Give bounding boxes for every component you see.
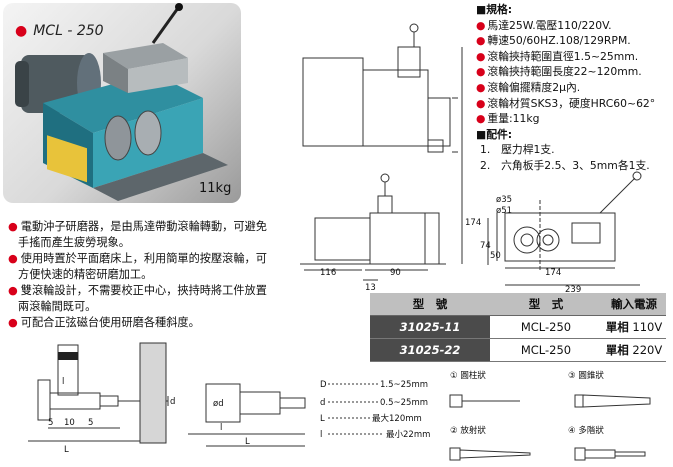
param-L-label: L	[320, 414, 325, 424]
spec-block: ■規格: ●馬達25W.電壓110/220V. ●轉速50/60HZ.108/1…	[476, 2, 672, 174]
param-d-value: 0.5~25mm	[380, 398, 428, 408]
spec-item: ●馬達25W.電壓110/220V.	[476, 18, 612, 32]
part-dim-L: L	[64, 445, 69, 455]
part-dim-L2: L	[245, 437, 250, 447]
shape-cone: ③ 圓錐狀	[568, 370, 604, 381]
param-D-label: D	[320, 380, 327, 390]
shape-multistep: ④ 多階狀	[568, 425, 604, 436]
feature-list: ●電動沖子研磨器，是由馬達帶動滾輪轉動，可避免 手搖而產生疲勞現象。 ●使用時置…	[8, 219, 308, 331]
model-code: 31025-22	[370, 338, 490, 362]
dim-90: 90	[390, 268, 401, 278]
param-l-label: l	[320, 430, 322, 440]
model-code: 31025-11	[370, 315, 490, 339]
feature-line: 方便快速的精密研磨加工。	[18, 268, 153, 281]
header-model-no: 型 號	[370, 293, 490, 316]
feature-line: 手搖而產生疲勞現象。	[18, 236, 130, 249]
part-dim-d: d	[170, 397, 175, 407]
param-d-label: d	[320, 398, 325, 408]
table-row: 31025-11 MCL-250 單相 110V	[370, 315, 666, 339]
model-type: MCL-250	[490, 338, 602, 362]
dim-116: 116	[320, 268, 336, 278]
feature-line: ●電動沖子研磨器，是由馬達帶動滾輪轉動，可避免	[8, 220, 267, 233]
table-row: 31025-22 MCL-250 單相 220V	[370, 338, 666, 362]
grinder-illustration	[15, 3, 228, 201]
model-type: MCL-250	[490, 315, 602, 339]
spec-item: ●滾輪挾持範圍長度22~120mm.	[476, 65, 642, 79]
weight-label: 11kg	[199, 181, 232, 196]
accessory-title: ■配件:	[476, 127, 513, 141]
param-L-value: 最大120mm	[372, 413, 422, 424]
spec-item: ●轉速50/60HZ.108/129RPM.	[476, 34, 631, 48]
dim-174-height: 174	[465, 218, 481, 228]
phase: 單相	[605, 320, 629, 334]
dim-dia-51: ø51	[496, 206, 512, 216]
header-power: 輸入電源	[602, 293, 666, 316]
param-l-value: 最小22mm	[386, 429, 430, 440]
spec-item: ●重量:11kg	[476, 112, 540, 126]
product-photo: ●MCL - 250 11kg	[3, 3, 241, 203]
dim-74: 74	[480, 241, 491, 251]
param-D-value: 1.5~25mm	[380, 380, 428, 390]
dim-13: 13	[365, 283, 376, 293]
spec-item: ●滾輪材質SKS3，硬度HRC60~62°	[476, 96, 656, 110]
header-model-type: 型 式	[490, 293, 602, 316]
part-dim-10: 10	[64, 418, 75, 428]
feature-line: ●可配合正弦磁台使用研磨各種斜度。	[8, 316, 200, 329]
shape-radial: ② 放射狀	[450, 425, 486, 436]
voltage: 110V	[632, 320, 663, 334]
part-dim-5a: 5	[48, 418, 53, 428]
dim-174-width: 174	[545, 268, 561, 278]
feature-line: ●雙滾輪設計，不需要校正中心，挾持時將工件放置	[8, 284, 267, 297]
accessory-item: 2. 六角板手2.5、3、5mm各1支.	[480, 158, 650, 172]
voltage: 220V	[632, 343, 663, 357]
accessory-item: 1. 壓力桿1支.	[480, 143, 555, 157]
part-dim-l: l	[62, 377, 64, 387]
dim-50: 50	[490, 251, 501, 261]
part-dim-l2: l	[220, 423, 222, 433]
feature-line: 兩滾輪間既可。	[18, 300, 97, 313]
product-table: 型 號 型 式 輸入電源 31025-11 MCL-250 單相 110V 31…	[370, 293, 666, 362]
spec-item: ●滾輪挾持範圍直徑1.5~25mm.	[476, 49, 639, 63]
feature-line: ●使用時置於平面磨床上，利用簡單的按壓滾輪，可	[8, 252, 267, 265]
table-header-row: 型 號 型 式 輸入電源	[370, 293, 666, 316]
model-label: ●MCL - 250	[15, 23, 104, 39]
power-cell: 單相 110V	[602, 315, 666, 339]
part-dim-od: ød	[213, 399, 224, 409]
shape-cylinder: ① 圓柱狀	[450, 370, 486, 381]
power-cell: 單相 220V	[602, 338, 666, 362]
spec-title: ■規格:	[476, 3, 513, 16]
dim-dia-35: ø35	[496, 195, 512, 205]
dim-239: 239	[565, 285, 581, 295]
spec-item: ●滾輪偏擺精度2μ內.	[476, 80, 581, 94]
phase: 單相	[605, 343, 629, 357]
part-dim-5b: 5	[88, 418, 93, 428]
